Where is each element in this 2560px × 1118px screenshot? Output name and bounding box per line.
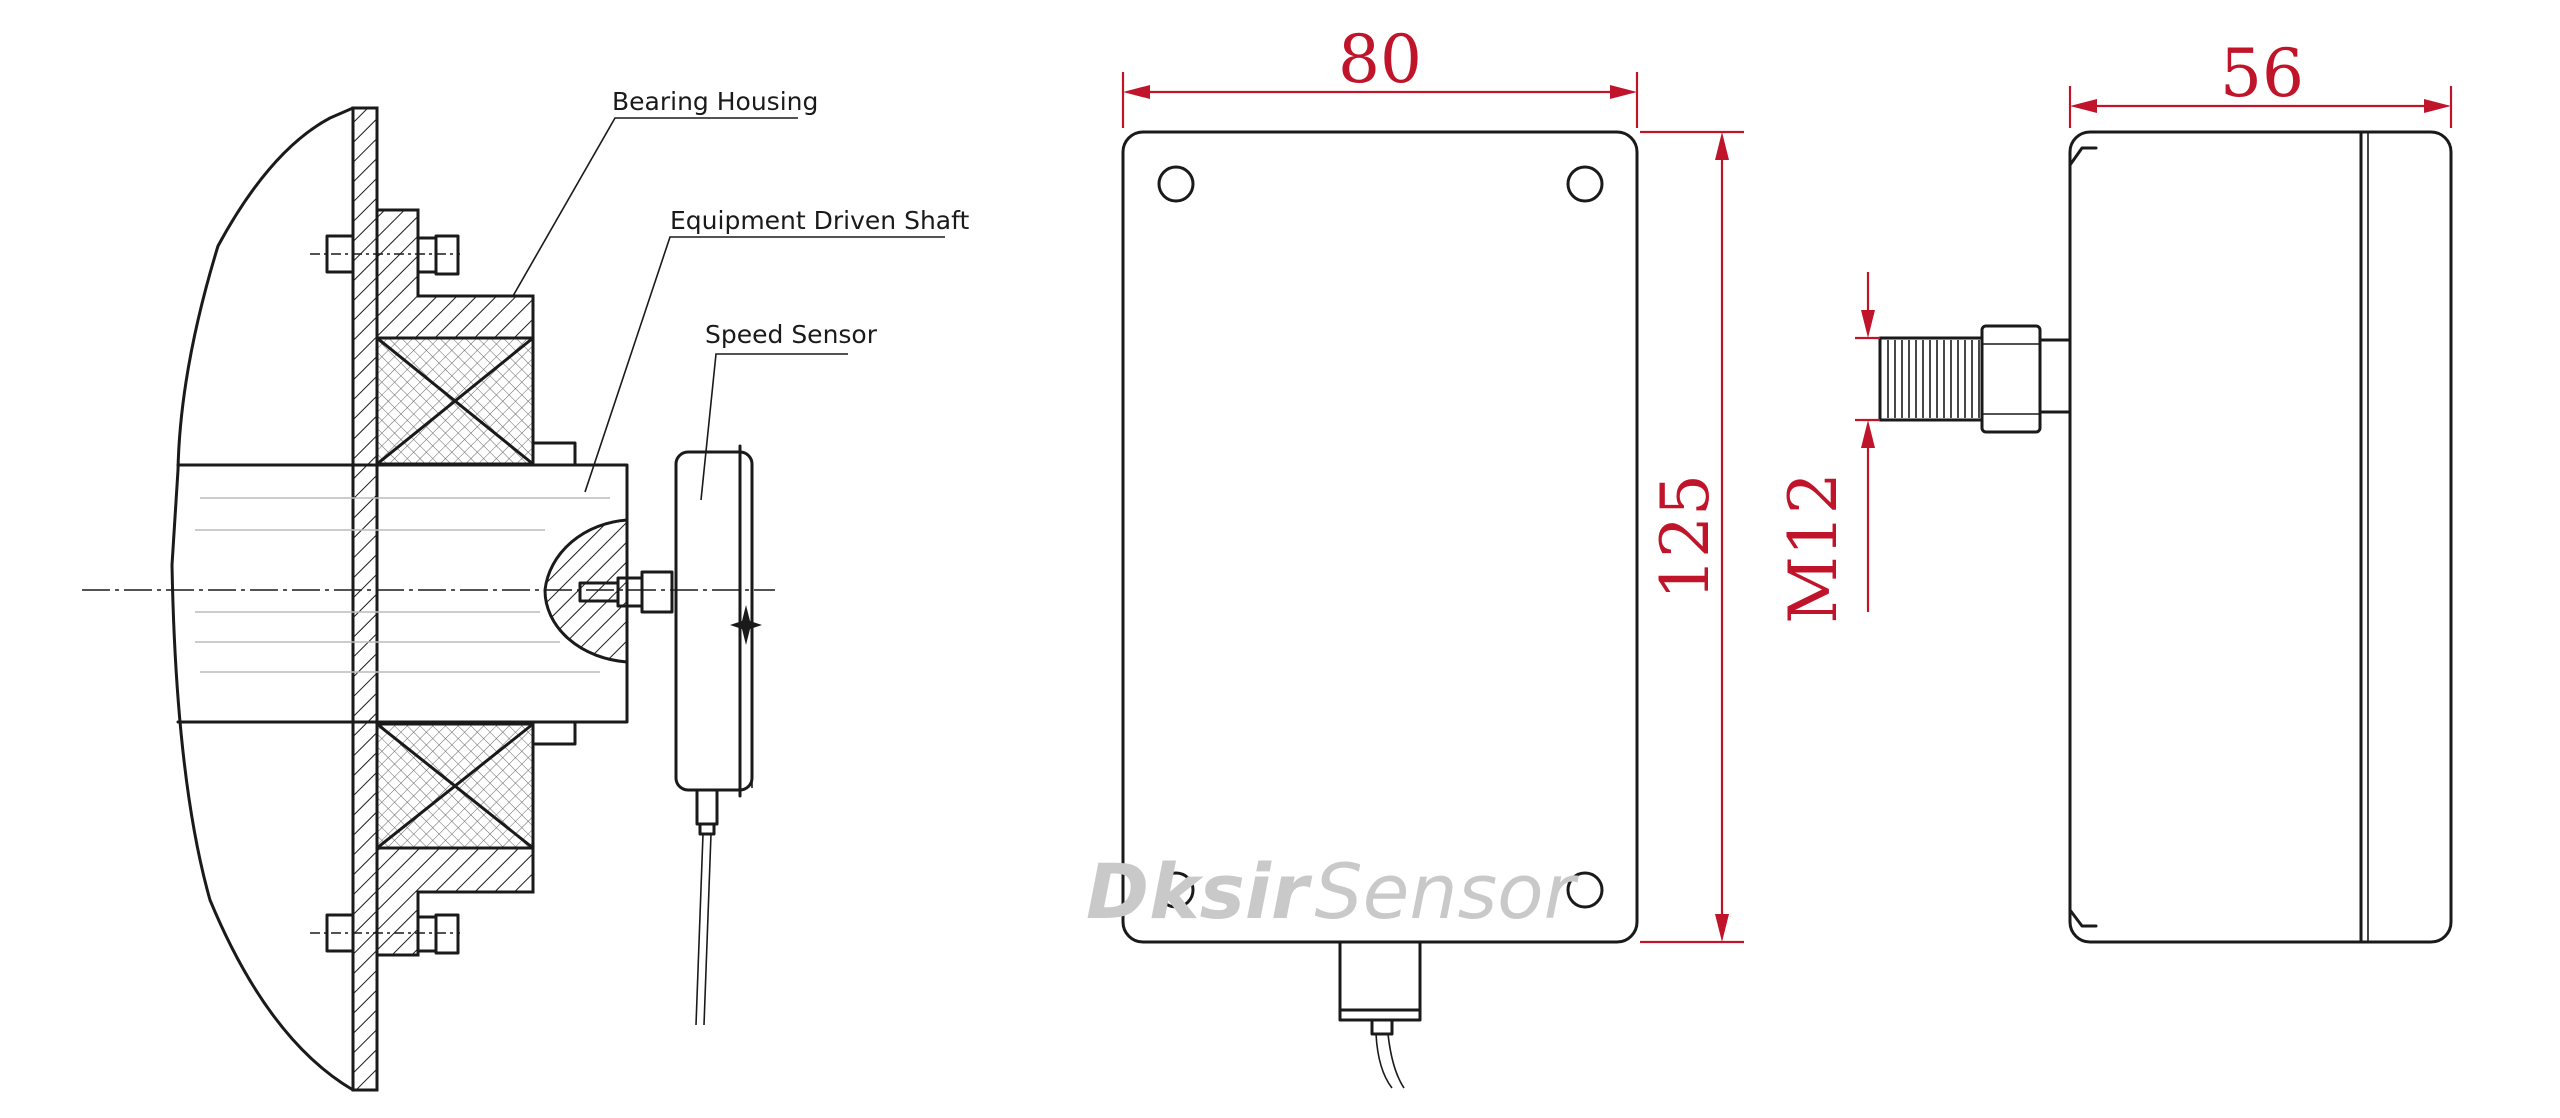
svg-text:M12: M12: [1775, 472, 1852, 624]
svg-text:56: 56: [2220, 35, 2304, 112]
label-bearing-housing: Bearing Housing: [612, 87, 818, 116]
bolt-upper: [310, 234, 460, 276]
equipment-body: [170, 106, 355, 1092]
svg-text:80: 80: [1338, 21, 1422, 98]
leader-speed-sensor: [700, 353, 848, 501]
sensor-housing-side: [2068, 130, 2453, 944]
speed-sensor-side: [674, 444, 762, 1026]
sensor-housing-front: [1121, 130, 1639, 944]
watermark: DksirSensor: [1086, 847, 1580, 936]
side-view: 56 M12: [1775, 35, 2453, 944]
label-speed-sensor: Speed Sensor: [705, 320, 878, 349]
leader-driven-shaft: [584, 236, 945, 493]
label-driven-shaft: Equipment Driven Shaft: [670, 206, 969, 235]
mounting-hole-bl: [1157, 871, 1195, 909]
dimension-width: 80: [1121, 21, 1639, 128]
cable-gland: [1338, 940, 1422, 1089]
dimension-depth: 56: [2068, 35, 2453, 128]
dimension-thread: M12: [1775, 272, 1880, 624]
mounting-hole-br: [1566, 871, 1604, 909]
installation-section-view: Bearing Housing Equipment Driven Shaft S…: [82, 87, 969, 1092]
dimension-height: 125: [1640, 130, 1744, 944]
mounting-hole-tr: [1566, 165, 1604, 203]
bolt-lower: [310, 913, 460, 955]
bearing-upper: [375, 336, 535, 466]
bearing-lower: [375, 722, 535, 850]
svg-text:125: 125: [1647, 474, 1724, 600]
threaded-stud: [1878, 324, 2072, 434]
flange-plate: [351, 106, 379, 1092]
coupling-pin: [578, 570, 674, 614]
bearing-housing-lower: [375, 846, 535, 957]
equipment-driven-shaft: [176, 463, 629, 724]
front-view: DksirSensor 80 125: [1086, 21, 1744, 1089]
leader-bearing-housing: [512, 117, 798, 297]
mounting-hole-tl: [1157, 165, 1195, 203]
